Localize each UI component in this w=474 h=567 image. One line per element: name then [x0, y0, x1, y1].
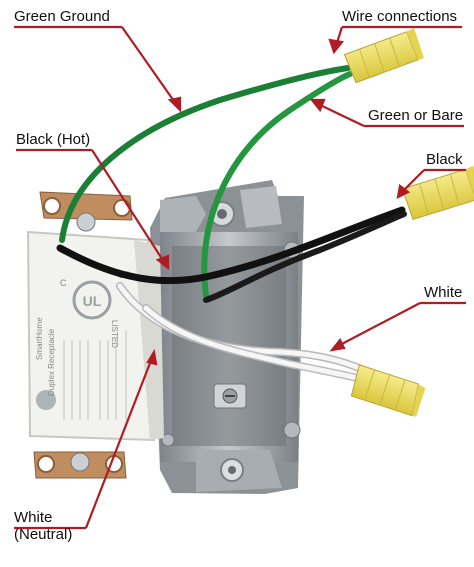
label-green-or-bare: Green or Bare [368, 107, 464, 124]
label-green-ground: Green Ground [14, 8, 110, 25]
green-ground-wire [59, 65, 351, 243]
label-white-neutral-line1: White [14, 509, 53, 526]
product-text: Duplex Receptacle [47, 328, 56, 396]
wires [56, 65, 407, 384]
label-wire-connections: Wire connections [342, 8, 458, 25]
wire-nut-top [343, 27, 425, 84]
ul-mark-text: UL [83, 293, 102, 309]
label-white-neutral-line2: (Neutral) [14, 526, 73, 543]
wire-nut-black [401, 165, 474, 220]
label-white-neutral: White(Neutral) [14, 509, 94, 543]
listed-text: LISTED [110, 320, 119, 348]
label-black-hot: Black (Hot) [16, 131, 91, 148]
label-white: White [424, 284, 463, 301]
black-hot-wire [56, 206, 406, 285]
wire-nut-white [350, 364, 426, 417]
metal-box [150, 180, 304, 494]
c-mark-text: C [60, 278, 67, 288]
green-bare-wire [201, 71, 353, 299]
brand-text: SmartHome [35, 317, 44, 360]
duplex-receptacle: UL US C LISTED SmartHome Duplex Receptac… [26, 191, 164, 479]
leader-lines [14, 25, 466, 530]
label-black: Black [426, 151, 463, 168]
